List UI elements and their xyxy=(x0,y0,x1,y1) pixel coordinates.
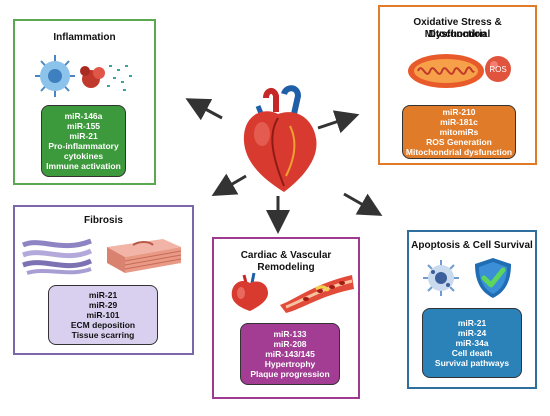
list-item: miR-133 xyxy=(273,329,307,339)
oxidative-list: miR-210 miR-181c mitomiRs ROS Generation… xyxy=(402,105,516,159)
list-item: miR-29 xyxy=(88,300,118,310)
list-item: Tissue scarring xyxy=(71,330,135,340)
list-item: ECM deposition xyxy=(70,320,136,330)
list-item: miR-155 xyxy=(66,121,101,131)
list-item: Pro-inflammatory xyxy=(48,141,119,151)
heart-small-icon xyxy=(231,272,268,311)
list-item: miR-21 xyxy=(457,318,487,328)
list-item: miR-34a xyxy=(455,338,489,348)
list-item: Cell death xyxy=(451,348,493,358)
list-item: miR-21 xyxy=(69,131,98,141)
immune-cell-icon xyxy=(35,55,132,97)
apoptosis-list: miR-21 miR-24 miR-34a Cell death Surviva… xyxy=(422,308,522,378)
remodeling-list: miR-133 miR-208 miR-143/145 Hypertrophy … xyxy=(240,323,340,385)
apoptotic-cell-icon xyxy=(423,260,459,296)
fibers-icon xyxy=(21,238,93,275)
list-item: Immune activation xyxy=(46,161,121,171)
list-item: cytokines xyxy=(63,151,104,161)
list-item: miR-143/145 xyxy=(265,349,315,359)
list-item: miR-21 xyxy=(88,290,118,300)
list-item: Plaque progression xyxy=(250,369,330,379)
oxidative-title-line2: Dysfunction xyxy=(428,29,487,40)
mitochondria-icon: ROS xyxy=(408,54,511,88)
oxidative-title-line1: Oxidative Stress & Mitochondrial xyxy=(413,17,502,40)
remodeling-title: Cardiac & Vascular Remodeling xyxy=(240,250,332,273)
arrow-to-oxidative xyxy=(317,110,360,134)
shield-check-icon xyxy=(475,258,511,298)
list-item: miR-210 xyxy=(442,107,476,117)
apoptosis-panel: Apoptosis & Cell Survival miR-21 miR-24 … xyxy=(407,230,537,389)
heart-icon xyxy=(243,85,317,192)
inflammation-list: miR-146a miR-155 miR-21 Pro-inflammatory… xyxy=(41,105,126,177)
arrow-to-inflammation xyxy=(185,98,223,121)
remodeling-panel: Cardiac & Vascular Remodeling miR-133 mi… xyxy=(212,237,360,399)
list-item: Hypertrophy xyxy=(264,359,316,369)
inflammation-title: Inflammation xyxy=(53,32,116,43)
oxidative-panel: Oxidative Stress & Mitochondrial Dysfunc… xyxy=(378,5,537,165)
artery-icon xyxy=(280,275,354,313)
inflammation-panel: Inflammation miR-146a miR-155 miR-21 Pro… xyxy=(13,19,156,185)
ros-label: ROS xyxy=(489,65,506,74)
list-item: Survival pathways xyxy=(434,358,510,368)
list-item: mitomiRs xyxy=(439,127,479,137)
list-item: miR-24 xyxy=(457,328,487,338)
list-item: miR-208 xyxy=(273,339,307,349)
fibrosis-panel: Fibrosis miR-21 miR-29 miR-101 ECM depos… xyxy=(13,205,194,355)
fibrosis-title: Fibrosis xyxy=(84,215,123,226)
tissue-icon xyxy=(107,239,182,273)
list-item: ROS Generation xyxy=(426,137,492,147)
list-item: miR-101 xyxy=(86,310,120,320)
arrow-to-fibrosis xyxy=(211,173,247,197)
list-item: Mitochondrial dysfunction xyxy=(405,147,513,157)
fibrosis-list: miR-21 miR-29 miR-101 ECM deposition Tis… xyxy=(48,285,158,345)
list-item: miR-181c xyxy=(440,117,478,127)
arrow-to-apoptosis xyxy=(343,192,383,216)
apoptosis-title: Apoptosis & Cell Survival xyxy=(411,240,533,251)
list-item: miR-146a xyxy=(64,111,103,121)
